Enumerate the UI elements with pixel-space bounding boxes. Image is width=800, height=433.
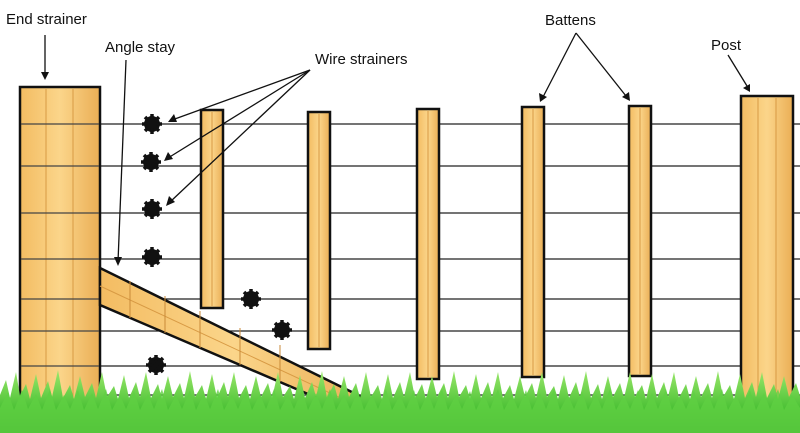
wire-strainer-icon xyxy=(142,199,162,219)
pointer-arrows xyxy=(41,32,750,266)
post xyxy=(739,94,795,408)
battens-label: Battens xyxy=(545,12,596,29)
grass xyxy=(0,370,800,433)
wire-strainers xyxy=(141,114,292,375)
batten xyxy=(199,108,225,310)
wire-strainer-icon xyxy=(142,114,162,134)
wire-strainer-icon xyxy=(272,320,292,340)
battens-arrow xyxy=(539,32,630,102)
angle-stay-arrow xyxy=(114,59,127,266)
angle-stay-label: Angle stay xyxy=(105,39,176,56)
battens xyxy=(199,104,653,381)
batten xyxy=(520,105,546,379)
end-strainer-arrow xyxy=(41,35,49,80)
post-label: Post xyxy=(711,37,742,54)
wire-strainer-icon xyxy=(241,289,261,309)
wire-strainers-arrow xyxy=(164,69,311,206)
end-strainer-label: End strainer xyxy=(6,11,87,28)
batten xyxy=(415,107,441,381)
wire-strainer-icon xyxy=(142,247,162,267)
wire-strainer-icon xyxy=(141,152,161,172)
batten xyxy=(306,110,332,351)
end-strainer-post xyxy=(18,85,102,409)
batten xyxy=(627,104,653,378)
wire-strainers-label: Wire strainers xyxy=(315,51,408,68)
wire-strainer-icon xyxy=(146,355,166,375)
post-arrow xyxy=(727,54,750,92)
